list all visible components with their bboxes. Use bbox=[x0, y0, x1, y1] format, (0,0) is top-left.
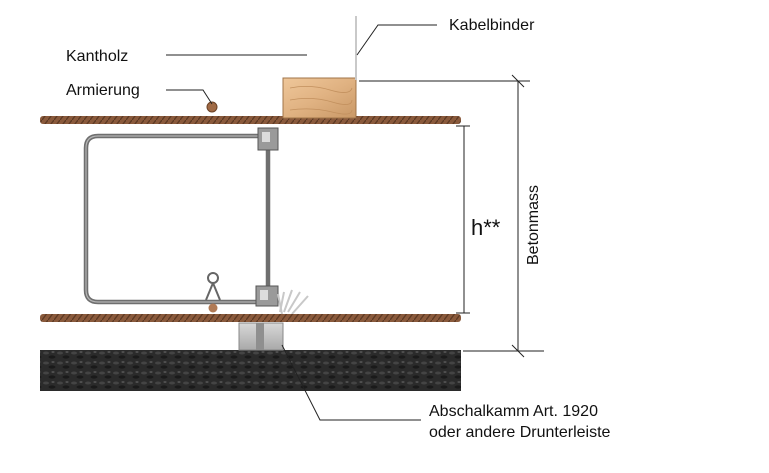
dimension-betonmass bbox=[359, 74, 544, 358]
abschalkamm bbox=[238, 322, 284, 351]
armierung-knob bbox=[206, 101, 218, 113]
leader-abschalkamm bbox=[281, 344, 421, 421]
dimension-h bbox=[456, 125, 470, 314]
label-betonmass: Betonmass bbox=[525, 185, 542, 265]
label-armierung: Armierung bbox=[66, 82, 140, 99]
rebar-bottom bbox=[40, 314, 461, 322]
rebar-top bbox=[40, 116, 461, 124]
spacer-ring bbox=[205, 272, 221, 313]
label-abschalkamm-line2: oder andere Drunterleiste bbox=[429, 424, 611, 441]
comb-bristles bbox=[277, 289, 309, 315]
label-abschalkamm-line1: Abschalkamm Art. 1920 bbox=[429, 403, 598, 420]
kantholz-block bbox=[282, 77, 357, 119]
label-kabelbinder: Kabelbinder bbox=[449, 17, 535, 34]
stirrup bbox=[83, 133, 271, 305]
ground-layer bbox=[40, 350, 461, 391]
leader-armierung bbox=[166, 89, 213, 105]
clip-bottom bbox=[255, 285, 279, 307]
clip-top bbox=[257, 127, 279, 151]
label-kantholz: Kantholz bbox=[66, 48, 128, 65]
leader-kabelbinder bbox=[356, 24, 437, 56]
label-h: h** bbox=[471, 215, 501, 240]
